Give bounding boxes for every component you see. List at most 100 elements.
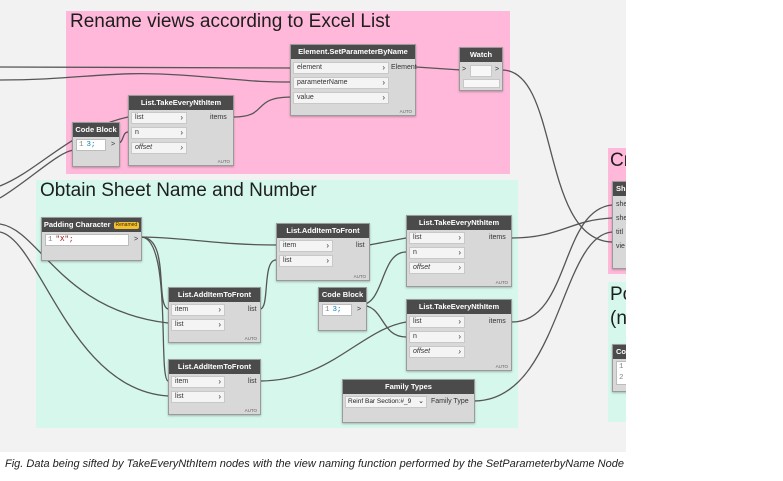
take-every-nth-item-node-top[interactable]: List.TakeEveryNthItem list› n› offset› i…	[128, 95, 234, 166]
input-port[interactable]: >	[462, 64, 466, 76]
add-item-to-front-node-2[interactable]: List.AddItemToFront item› list› list AUT…	[168, 287, 261, 343]
node-title: Element.SetParameterByName	[291, 45, 415, 59]
lacing-label: AUTO	[399, 109, 412, 114]
input-port-list[interactable]: list›	[171, 391, 225, 403]
output-port[interactable]: >	[111, 139, 115, 151]
input-port-n[interactable]: n›	[409, 331, 465, 343]
port-label: list	[283, 257, 292, 264]
input-port-list[interactable]: list›	[279, 255, 333, 267]
add-item-to-front-node-3[interactable]: List.AddItemToFront item› list› list AUT…	[168, 359, 261, 415]
port-label: offset	[135, 144, 153, 151]
port-label: >	[134, 236, 139, 243]
input-port-n[interactable]: n›	[131, 127, 187, 139]
node-title: Family Types	[343, 380, 474, 394]
take-every-nth-item-node-mid-1[interactable]: List.TakeEveryNthItem list› n› offset› i…	[406, 215, 512, 287]
lacing-label: AUTO	[217, 159, 230, 164]
node-title: Watch	[460, 48, 502, 62]
output-port-items[interactable]: items	[210, 112, 227, 124]
chevron-right-icon: ›	[382, 93, 385, 102]
wire	[511, 217, 613, 239]
take-every-nth-item-node-mid-2[interactable]: List.TakeEveryNthItem list› n› offset› i…	[406, 299, 512, 371]
chevron-right-icon: ›	[218, 305, 221, 314]
chevron-right-icon: ›	[458, 263, 461, 272]
port-label: she	[616, 201, 626, 208]
dynamo-canvas[interactable]: Rename views according to Excel List Obt…	[0, 0, 626, 452]
input-port[interactable]: titl	[616, 227, 623, 239]
family-types-node[interactable]: Family Types Reinf Bar Section:#_9⌄ Fami…	[342, 379, 475, 423]
chevron-down-icon: ⌄	[418, 398, 424, 405]
family-type-dropdown[interactable]: Reinf Bar Section:#_9⌄	[345, 396, 427, 408]
port-label: n	[135, 129, 139, 136]
input-port-offset[interactable]: offset›	[131, 142, 187, 154]
wire	[140, 236, 169, 310]
line-number: 1	[79, 141, 84, 149]
input-port[interactable]: she	[616, 213, 626, 225]
output-port-items[interactable]: items	[489, 232, 506, 244]
chevron-right-icon: ›	[218, 377, 221, 386]
chevron-right-icon: ›	[382, 78, 385, 87]
input-port-value[interactable]: value›	[293, 92, 389, 104]
output-port[interactable]: >	[134, 234, 138, 246]
output-port-element[interactable]: Element	[391, 62, 417, 74]
input-port-n[interactable]: n›	[409, 247, 465, 259]
output-port[interactable]: >	[357, 304, 361, 316]
wire	[473, 231, 613, 402]
port-label: items	[210, 114, 227, 121]
input-port-offset[interactable]: offset›	[409, 346, 465, 358]
lacing-label: AUTO	[353, 274, 366, 279]
chevron-right-icon: ›	[458, 317, 461, 326]
line-number: 2	[619, 374, 624, 382]
group-title: Cr	[610, 150, 626, 171]
wire	[415, 66, 462, 71]
input-port-item[interactable]: item›	[171, 304, 225, 316]
wire	[259, 259, 277, 310]
wire	[140, 236, 277, 246]
port-label: items	[489, 234, 506, 241]
output-port[interactable]: >	[495, 64, 499, 76]
output-port-items[interactable]: items	[489, 316, 506, 328]
input-port-offset[interactable]: offset›	[409, 262, 465, 274]
lacing-label: AUTO	[244, 336, 257, 341]
port-label: n	[413, 249, 417, 256]
group-title: Obtain Sheet Name and Number	[40, 180, 317, 201]
port-label: list	[175, 393, 184, 400]
input-port-list[interactable]: list›	[409, 316, 465, 328]
input-port-element[interactable]: element›	[293, 62, 389, 74]
input-port-list[interactable]: list›	[409, 232, 465, 244]
output-port-list[interactable]: list	[248, 304, 257, 316]
port-label: parameterName	[297, 79, 348, 86]
port-label: vie	[616, 243, 625, 250]
watch-footer	[463, 79, 500, 88]
port-label: Family Type	[431, 398, 469, 405]
input-port-list[interactable]: list›	[171, 319, 225, 331]
input-port[interactable]: vie	[616, 241, 625, 253]
input-port-item[interactable]: item›	[279, 240, 333, 252]
right-partial-code-block[interactable]: Co 1 2	[612, 344, 626, 392]
input-port-list[interactable]: list›	[131, 112, 187, 124]
line-number: 1	[619, 363, 624, 371]
watch-node[interactable]: Watch > >	[459, 47, 503, 91]
set-parameter-by-name-node[interactable]: Element.SetParameterByName element› para…	[290, 44, 417, 116]
input-port[interactable]: she	[616, 199, 626, 211]
code-editor[interactable]: 1 2	[616, 361, 626, 385]
output-port-list[interactable]: list	[248, 376, 257, 388]
input-port-parameter-name[interactable]: parameterName ›	[293, 77, 389, 89]
output-port-family-type[interactable]: Family Type	[431, 396, 469, 408]
right-partial-node[interactable]: Sh she she titl vie	[612, 181, 626, 269]
add-item-to-front-node-1[interactable]: List.AddItemToFront item› list› list AUT…	[276, 223, 370, 281]
input-port-item[interactable]: item›	[171, 376, 225, 388]
port-label: item	[283, 242, 297, 249]
output-port-list[interactable]: list	[356, 240, 365, 252]
wire	[140, 236, 169, 382]
port-label: titl	[616, 229, 623, 236]
group-title-line-2: (n	[610, 308, 626, 329]
chevron-right-icon: ›	[458, 347, 461, 356]
node-title: List.TakeEveryNthItem	[407, 300, 511, 314]
code-editor[interactable]: 1"X";	[45, 234, 129, 246]
port-label: Element	[391, 64, 417, 71]
